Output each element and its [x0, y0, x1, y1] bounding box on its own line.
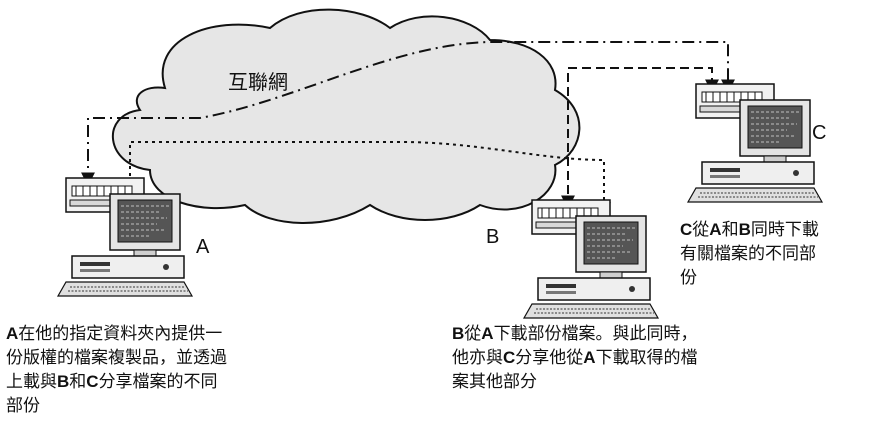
- caption-text: 下載部份檔案。與此同時，: [493, 324, 698, 344]
- caption-node-ref: C: [86, 372, 99, 391]
- internet-label: 互聯網: [228, 70, 288, 94]
- caption-text: 從: [692, 220, 710, 240]
- caption-a-line: 部份: [6, 394, 227, 418]
- caption-text: 同時下載: [750, 220, 819, 240]
- caption-node-ref: A: [6, 324, 19, 343]
- caption-text: 和: [69, 372, 87, 392]
- caption-text: 分享他從: [515, 348, 584, 368]
- caption-text: 有關檔案的不同部: [680, 244, 816, 264]
- computer-c-icon: [687, 83, 823, 203]
- caption-b-line: 案其他部分: [452, 370, 698, 394]
- caption-a-line: A在他的指定資料夾內提供一: [6, 322, 227, 346]
- computer-a-icon: [57, 177, 193, 297]
- caption-text: 份: [680, 268, 697, 288]
- caption-node-ref: C: [503, 348, 516, 367]
- caption-text: 他亦與: [452, 348, 503, 368]
- caption-a: A在他的指定資料夾內提供一份版權的檔案複製品，並透過上載與B和C分享檔案的不同部…: [6, 322, 227, 418]
- internet-cloud: [112, 8, 581, 224]
- caption-text: 下載取得的檔: [595, 348, 698, 368]
- node-b-label: B: [486, 226, 500, 248]
- caption-text: 從: [464, 324, 482, 344]
- node-c-label: C: [812, 122, 827, 144]
- caption-c: C從A和B同時下載有關檔案的不同部份: [680, 218, 819, 290]
- caption-node-ref: B: [738, 220, 751, 239]
- caption-text: 和: [721, 220, 739, 240]
- caption-text: 上載與: [6, 372, 57, 392]
- caption-b-line: B從A下載部份檔案。與此同時，: [452, 322, 698, 346]
- caption-node-ref: B: [452, 324, 465, 343]
- caption-text: 份版權的檔案複製品，並透過: [6, 348, 227, 368]
- caption-text: 在他的指定資料夾內提供一: [18, 324, 223, 344]
- node-a-label: A: [196, 236, 210, 258]
- route-a-to-c: [81, 40, 735, 187]
- caption-a-line: 份版權的檔案複製品，並透過: [6, 346, 227, 370]
- caption-a-line: 上載與B和C分享檔案的不同: [6, 370, 227, 394]
- caption-text: 案其他部分: [452, 372, 537, 392]
- caption-node-ref: A: [481, 324, 494, 343]
- caption-c-line: 有關檔案的不同部: [680, 242, 819, 266]
- caption-c-line: C從A和B同時下載: [680, 218, 819, 242]
- caption-node-ref: C: [680, 220, 693, 239]
- caption-node-ref: A: [583, 348, 596, 367]
- computer-b-icon: [523, 199, 659, 319]
- caption-node-ref: A: [709, 220, 722, 239]
- caption-b-line: 他亦與C分享他從A下載取得的檔: [452, 346, 698, 370]
- route-b-to-c: [561, 67, 719, 210]
- caption-b: B從A下載部份檔案。與此同時，他亦與C分享他從A下載取得的檔案其他部分: [452, 322, 698, 394]
- caption-text: 部份: [6, 396, 40, 416]
- caption-text: 分享檔案的不同: [98, 372, 218, 392]
- caption-c-line: 份: [680, 266, 819, 290]
- caption-node-ref: B: [57, 372, 70, 391]
